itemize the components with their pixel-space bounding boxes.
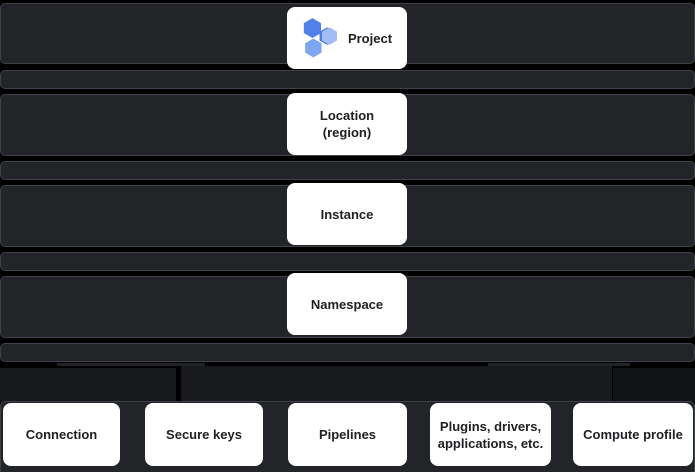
node-compute-profile-label: Compute profile — [583, 427, 683, 442]
node-secure-keys: Secure keys — [145, 403, 263, 466]
connector-block-center — [181, 366, 612, 401]
node-pipelines-label: Pipelines — [318, 427, 377, 442]
node-project-label: Project — [347, 30, 393, 46]
node-location-label: Location (region) — [319, 108, 375, 140]
node-plugins: Plugins, drivers, applications, etc. — [430, 403, 551, 466]
node-connection-label: Connection — [25, 427, 98, 442]
node-secure-keys-label: Secure keys — [166, 427, 242, 442]
node-instance-label: Instance — [320, 206, 374, 222]
node-compute-profile: Compute profile — [573, 403, 693, 466]
connector-line-left — [57, 363, 205, 366]
node-namespace: Namespace — [287, 273, 407, 335]
level-strip-3 — [0, 252, 695, 271]
node-namespace-label: Namespace — [310, 296, 384, 312]
node-location: Location (region) — [287, 93, 407, 155]
level-strip-4 — [0, 343, 695, 362]
connector-block-left — [0, 368, 176, 401]
node-plugins-label: Plugins, drivers, applications, etc. — [437, 418, 544, 451]
node-project: Project — [287, 7, 407, 69]
level-strip-2 — [0, 161, 695, 180]
data-fusion-icon — [303, 18, 337, 58]
connector-line-right — [488, 363, 630, 366]
connector-block-right — [613, 368, 695, 401]
node-pipelines: Pipelines — [288, 403, 407, 466]
node-instance: Instance — [287, 183, 407, 245]
level-strip-1 — [0, 70, 695, 89]
node-connection: Connection — [3, 403, 120, 466]
